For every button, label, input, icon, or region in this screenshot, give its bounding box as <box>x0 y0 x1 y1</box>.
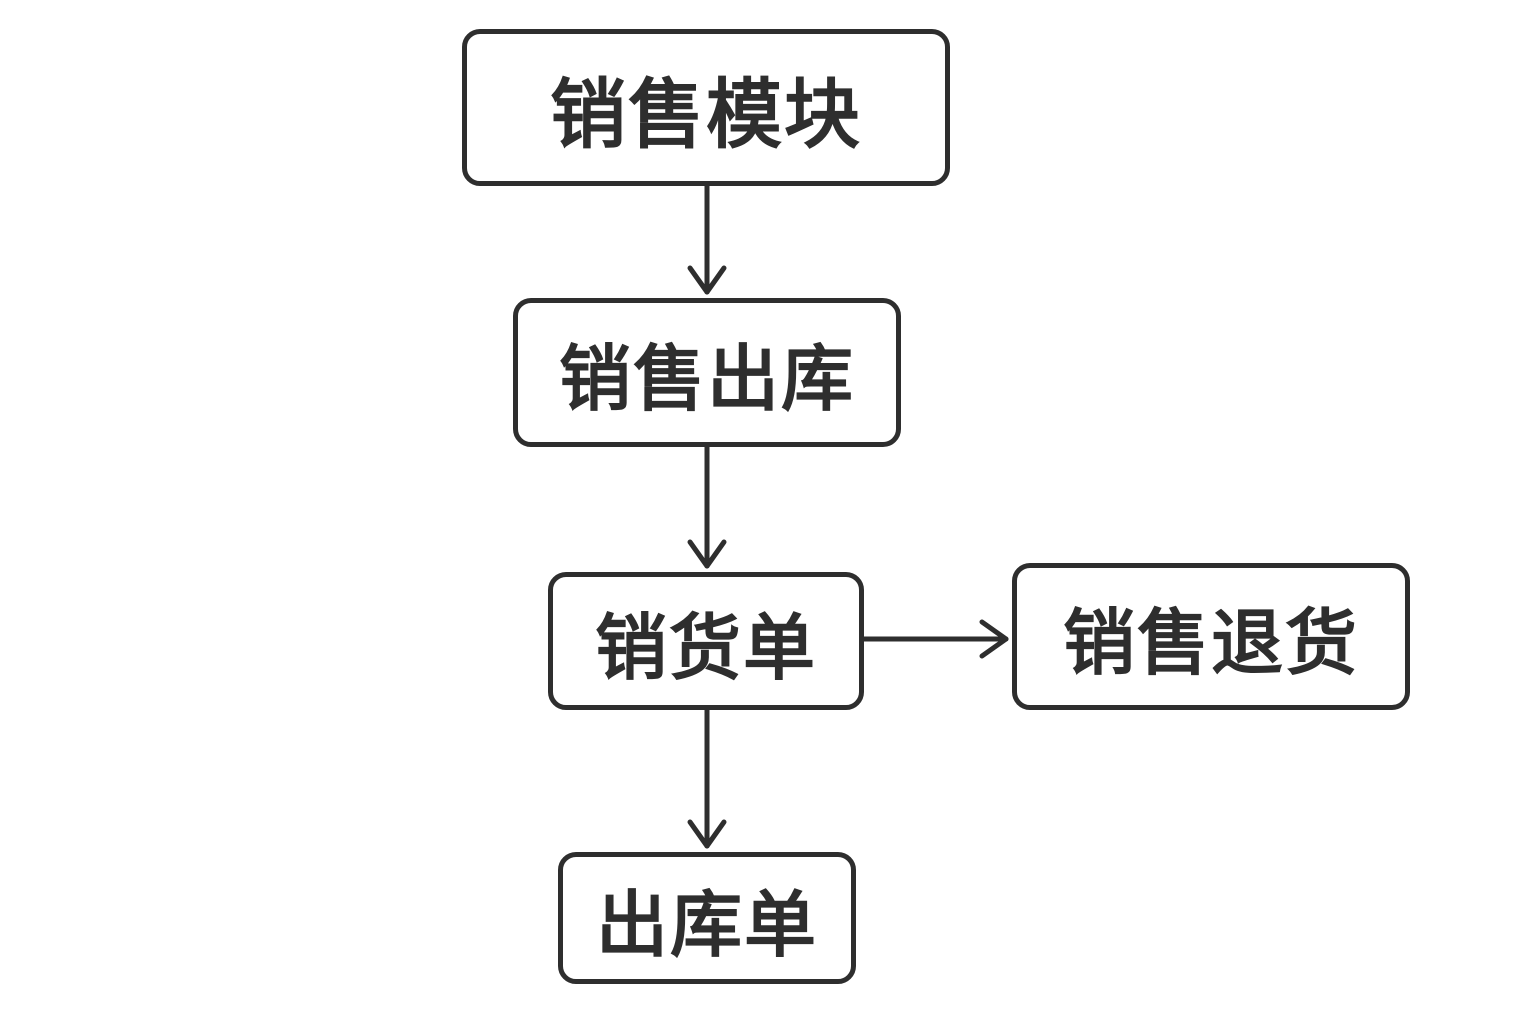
node-sales-outbound-label: 销售出库 <box>558 337 855 421</box>
node-outbound-order: 出库单 <box>558 852 856 984</box>
node-outbound-order-label: 出库单 <box>595 882 818 967</box>
edge-outbound-to-sales-order <box>687 444 727 569</box>
node-sales-outbound: 销售出库 <box>513 298 901 447</box>
node-sales-order-label: 销货单 <box>594 605 817 690</box>
edge-sales-order-to-outbound-order <box>687 707 727 849</box>
node-sales-module-label: 销售模块 <box>550 69 862 159</box>
edge-sales-order-to-return <box>861 619 1009 659</box>
node-sales-return-label: 销售退货 <box>1062 601 1359 685</box>
node-sales-module: 销售模块 <box>462 29 950 186</box>
node-sales-order: 销货单 <box>548 572 864 710</box>
node-sales-return: 销售退货 <box>1012 563 1410 710</box>
edge-module-to-outbound <box>687 183 727 295</box>
